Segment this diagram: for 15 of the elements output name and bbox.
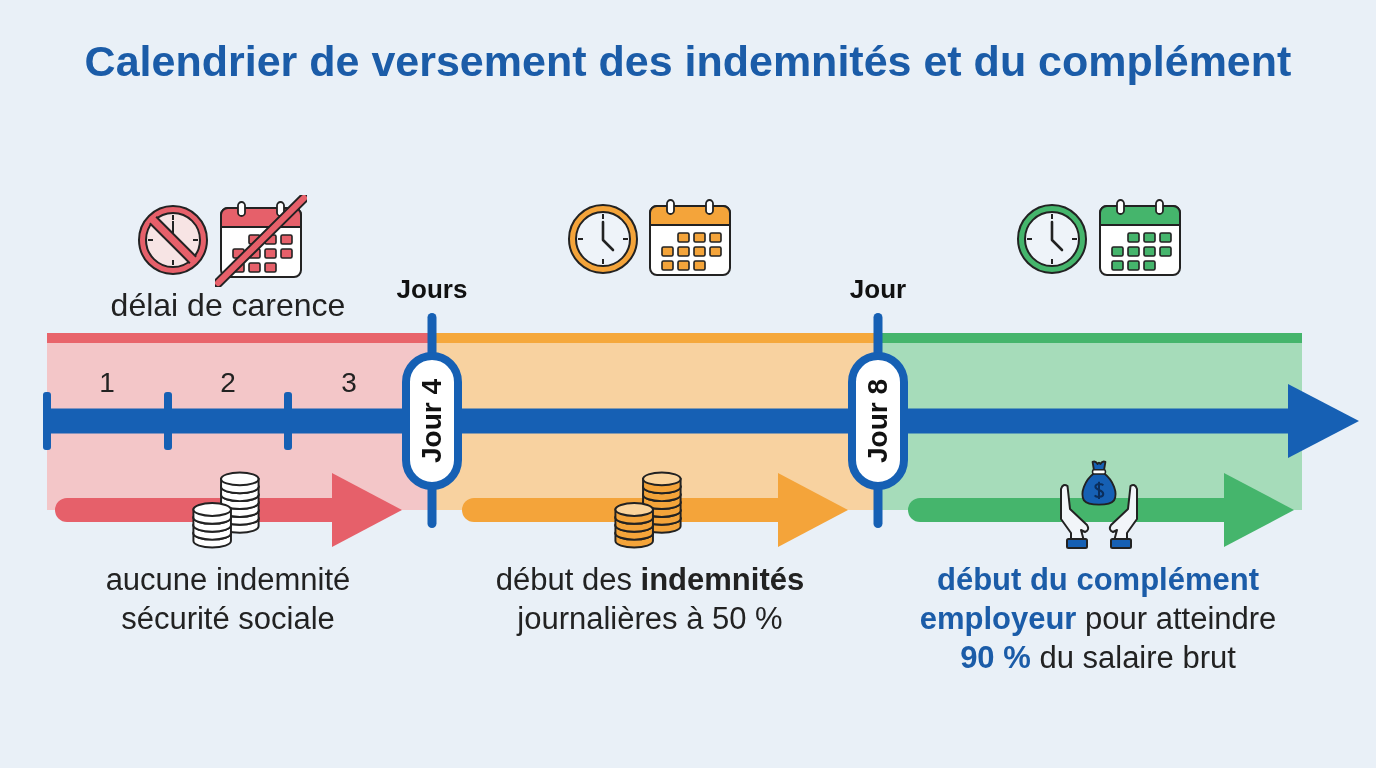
milestone-label: Jour 8 (862, 379, 894, 463)
day-number: 3 (341, 367, 357, 399)
day-number: 2 (220, 367, 236, 399)
day-number: 1 (99, 367, 115, 399)
milestone-heading: Jour (849, 274, 907, 304)
arrow (462, 473, 848, 547)
milestone-label: Jour 4 (416, 379, 448, 463)
caption-text: début des indemnités journalières à 50 % (494, 561, 806, 638)
diagram-title: Calendrier de versement des indemnités et du complément (84, 36, 1292, 86)
caption-text: début du complément employeur pour atteindre 90 % du salaire brut (918, 561, 1278, 677)
milestone-heading: Jours (396, 274, 468, 304)
caption-text: aucune indemnité sécurité sociale (104, 561, 352, 638)
period-heading: délai de carence (110, 286, 346, 324)
arrow (908, 473, 1294, 547)
arrow (55, 473, 402, 547)
